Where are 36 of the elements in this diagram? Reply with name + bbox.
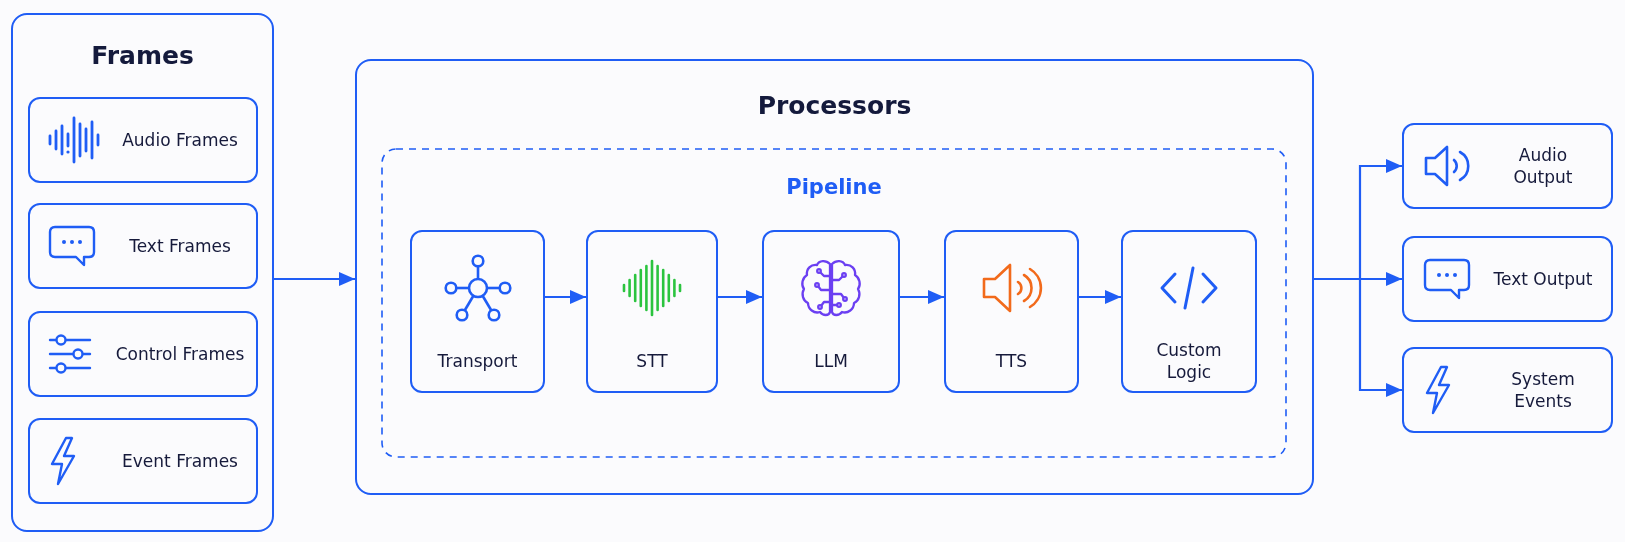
panel	[11, 13, 274, 532]
arrow	[274, 272, 355, 286]
panel-title: Frames	[91, 41, 194, 71]
card-label: Control Frames	[115, 342, 245, 366]
frame-card	[28, 418, 258, 504]
output-card	[1402, 236, 1613, 322]
card-label: TTS	[995, 349, 1028, 373]
card-label: Event Frames	[122, 449, 238, 473]
output-card	[1402, 123, 1613, 209]
arrow	[900, 290, 944, 304]
card-label: Transport	[437, 349, 518, 373]
card-label: STT	[636, 349, 668, 373]
card-label: Audio Output	[1513, 143, 1573, 189]
frame-card	[28, 203, 258, 289]
stage-card	[1121, 230, 1257, 393]
stage-card	[586, 230, 718, 393]
group-title: Pipeline	[786, 175, 882, 201]
arrow	[545, 290, 586, 304]
card-label: Custom Logic	[1156, 338, 1222, 384]
card-label: Text Output	[1493, 267, 1593, 291]
panel-title: Processors	[757, 91, 912, 121]
arrow	[718, 290, 762, 304]
panel	[355, 59, 1314, 495]
card-label: Audio Frames	[122, 128, 238, 152]
output-card	[1402, 347, 1613, 433]
arrow	[1314, 277, 1402, 397]
card-label: LLM	[814, 349, 848, 373]
frame-card	[28, 97, 258, 183]
frame-card	[28, 311, 258, 397]
stage-card	[410, 230, 545, 393]
card-label: System Events	[1511, 367, 1575, 413]
dashed-group	[381, 148, 1287, 458]
arrow	[1079, 290, 1121, 304]
stage-card	[944, 230, 1079, 393]
stage-card	[762, 230, 900, 393]
card-label: Text Frames	[129, 234, 231, 258]
